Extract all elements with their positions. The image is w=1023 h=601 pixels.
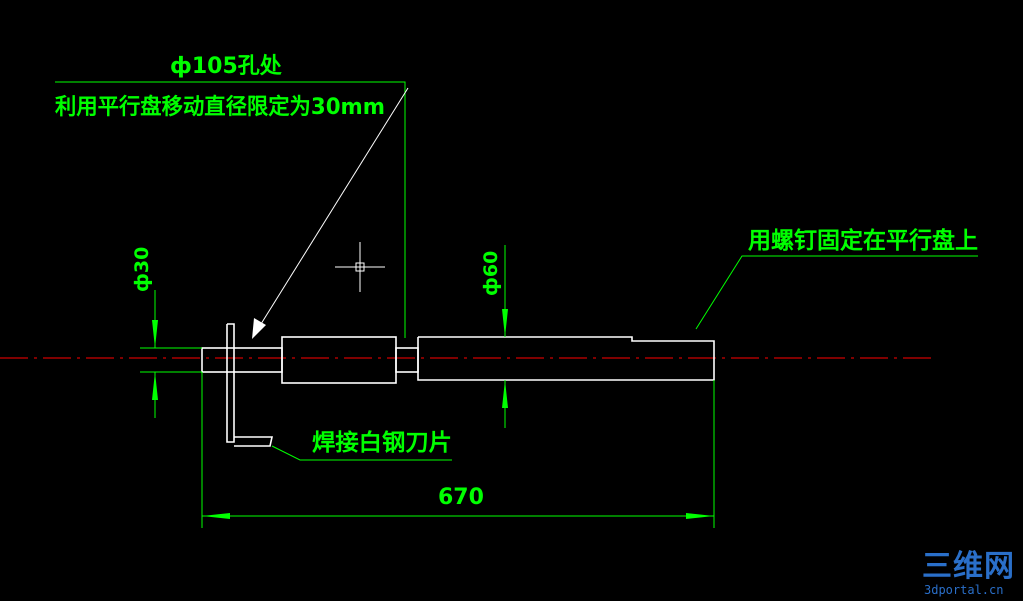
hole-note: 利用平行盘移动直径限定为30mm	[55, 94, 385, 120]
dia30-arrow-bottom	[152, 372, 158, 400]
shaft-right-section	[417, 336, 715, 381]
hole-arrow-head	[252, 318, 266, 339]
cutter-blade	[234, 436, 273, 447]
cutter-bar	[226, 323, 235, 443]
dia60-arrow-top	[502, 309, 508, 337]
dim-dia60-label: ф60	[480, 251, 502, 296]
weld-note: 焊接白钢刀片	[312, 429, 452, 456]
watermark-url: 3dportal.cn	[924, 583, 1003, 597]
len-arrow-right	[686, 513, 714, 519]
dimension-lines	[140, 245, 715, 528]
watermark-brand: 三维网	[922, 549, 1015, 584]
screw-note: 用螺钉固定在平行盘上	[748, 227, 978, 254]
hole-title: ф105孔处	[170, 53, 282, 79]
weld-note-leader	[271, 445, 452, 461]
dia30-arrow-top	[152, 320, 158, 348]
screw-note-leader	[695, 255, 978, 330]
hole-arrow-line	[255, 87, 409, 333]
len-arrow-left	[202, 513, 230, 519]
cad-cursor-icon	[335, 242, 385, 292]
leaders	[55, 81, 978, 461]
dim-dia30-label: ф30	[131, 247, 153, 292]
dim-length-label: 670	[438, 485, 484, 510]
dia60-arrow-bottom	[502, 380, 508, 408]
hole-note-leader	[55, 81, 406, 170]
shaft-outline	[201, 323, 715, 447]
